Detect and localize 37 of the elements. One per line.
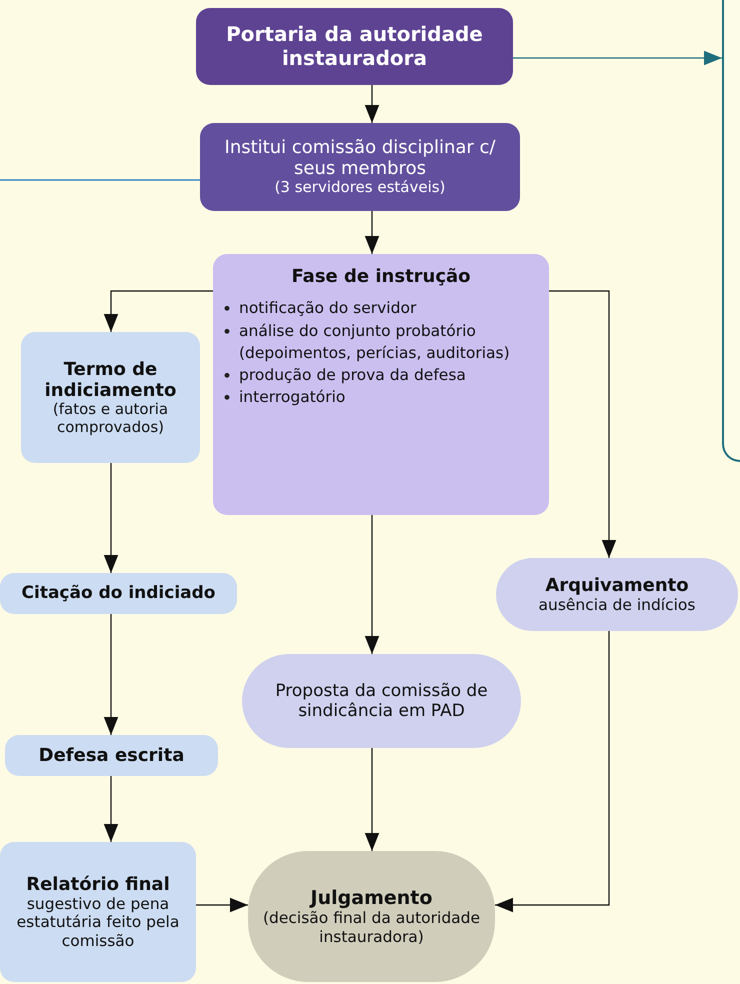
box-heading: Portaria da autoridade instauradora xyxy=(225,22,484,70)
box-text: (decisão final da autoridade instauradora) xyxy=(262,909,482,946)
box-heading: Arquivamento xyxy=(545,574,689,596)
box-text: (fatos e autoria comprovados) xyxy=(52,401,170,436)
box-heading: Defesa escrita xyxy=(38,744,184,766)
arrow xyxy=(364,85,380,123)
process-box xyxy=(0,842,196,982)
process-box xyxy=(0,573,237,614)
arrow xyxy=(104,463,118,573)
item-note: (depoimentos, perícias, auditorias) xyxy=(239,344,511,362)
box-heading: Julgamento xyxy=(310,887,432,910)
arrow xyxy=(104,776,118,842)
box-text: (3 servidores estáveis) xyxy=(274,179,446,198)
box-heading: Proposta da comissão de sindicância em PAD xyxy=(274,680,489,722)
box-heading: Termo de indiciamento xyxy=(44,358,178,402)
process-box xyxy=(200,123,520,211)
box-heading: Relatório final xyxy=(26,874,170,896)
arrow xyxy=(104,614,118,735)
arrow xyxy=(495,631,610,912)
process-panel xyxy=(213,254,549,515)
process-box xyxy=(5,735,218,776)
box-heading: Institui comissão disciplinar c/ seus membros xyxy=(224,136,496,180)
panel-frame xyxy=(722,0,740,462)
arrow xyxy=(549,290,616,558)
box-text: sugestivo de pena estatutária feito pela comissão xyxy=(16,895,180,950)
arrow xyxy=(104,290,213,332)
arrow xyxy=(364,515,380,654)
arrow xyxy=(196,898,248,912)
box-heading: Citação do indiciado xyxy=(22,583,216,604)
arrow xyxy=(513,50,722,66)
process-box xyxy=(196,8,513,85)
process-box xyxy=(21,332,200,463)
box-heading: Fase de instrução xyxy=(290,266,472,288)
box-text: ausência de indícios xyxy=(538,596,696,614)
connector-line xyxy=(0,179,200,181)
arrow xyxy=(364,748,380,851)
arrow xyxy=(364,211,380,254)
